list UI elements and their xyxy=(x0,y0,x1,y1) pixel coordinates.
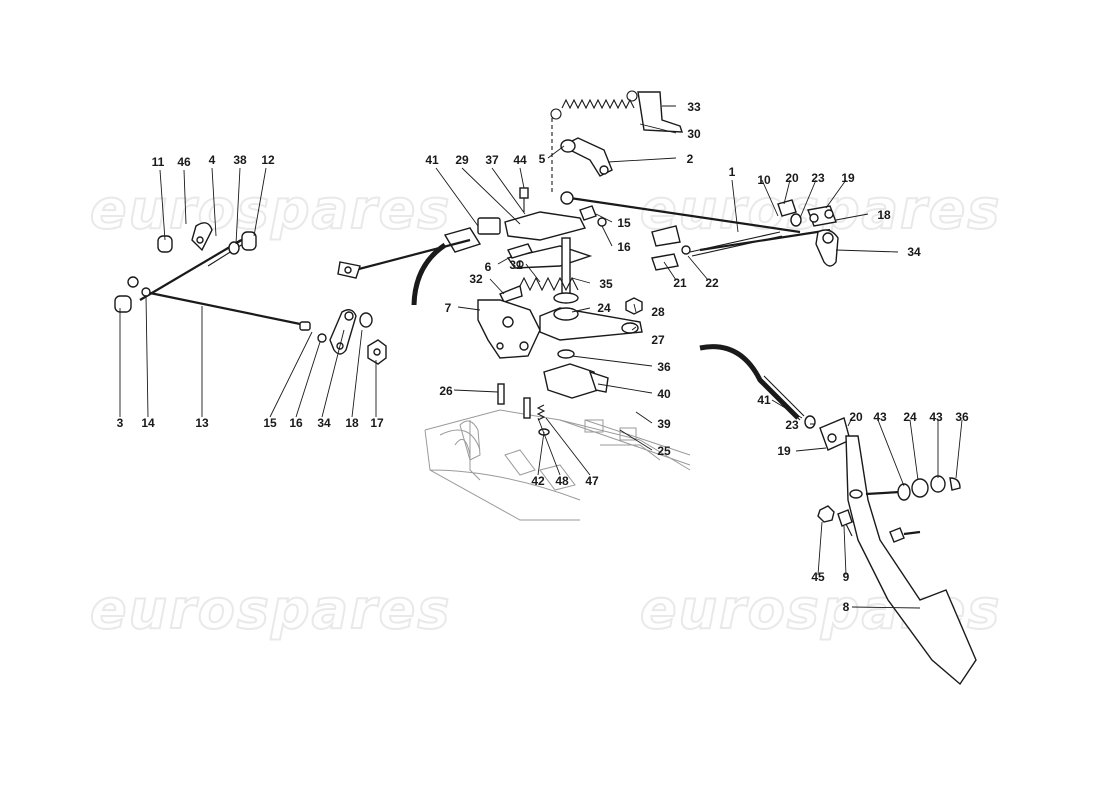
callout-41-centre: 41 xyxy=(425,153,439,167)
callout-10: 10 xyxy=(757,173,771,187)
callout-26: 26 xyxy=(439,384,453,398)
callout-24-pedal: 24 xyxy=(903,410,917,424)
callout-15-left: 15 xyxy=(263,416,277,430)
callout-31: 31 xyxy=(509,258,523,272)
callout-32: 32 xyxy=(469,272,483,286)
callout-18-left: 18 xyxy=(345,416,359,430)
plate-37 xyxy=(504,211,587,241)
callout-19-right: 19 xyxy=(841,171,855,185)
watermark-top-left: eurospares xyxy=(90,178,451,241)
bracket-33 xyxy=(637,91,683,133)
leader-lines xyxy=(119,105,963,609)
callout-16-centre: 16 xyxy=(617,240,631,254)
callout-15-centre: 15 xyxy=(617,216,631,230)
callout-22: 22 xyxy=(705,276,719,290)
callout-21: 21 xyxy=(673,276,687,290)
callout-5: 5 xyxy=(539,152,546,166)
lever-34 xyxy=(329,309,357,355)
watermark-group: eurospares eurospares eurospares eurospa… xyxy=(89,177,1000,642)
callout-17: 17 xyxy=(370,416,384,430)
callout-33: 33 xyxy=(687,100,701,114)
callout-40: 40 xyxy=(657,387,671,401)
callout-29: 29 xyxy=(455,153,469,167)
callout-48: 48 xyxy=(555,474,569,488)
pedal-clip xyxy=(819,417,851,451)
callout-24-centre: 24 xyxy=(597,301,611,315)
cable-41-pedal xyxy=(699,344,800,420)
callout-46: 46 xyxy=(177,155,191,169)
right-linkage xyxy=(651,199,839,271)
callout-20-right: 20 xyxy=(785,171,799,185)
callout-12: 12 xyxy=(261,153,275,167)
callout-38: 38 xyxy=(233,153,247,167)
callout-2: 2 xyxy=(687,152,694,166)
sensor-40 xyxy=(543,363,599,399)
callout-6: 6 xyxy=(485,260,492,274)
engine-block-outline xyxy=(424,409,691,521)
watermark-bottom-left: eurospares xyxy=(90,578,451,641)
pedal-arm-8 xyxy=(845,435,977,686)
clip-20 xyxy=(777,199,797,217)
callout-27: 27 xyxy=(651,333,665,347)
callout-43-second: 43 xyxy=(929,410,943,424)
central-mechanism xyxy=(337,90,801,436)
callout-43-first: 43 xyxy=(873,410,887,424)
callout-16-left: 16 xyxy=(289,416,303,430)
callout-34-left: 34 xyxy=(317,416,331,430)
callout-42: 42 xyxy=(531,474,545,488)
callout-41-pedal: 41 xyxy=(757,393,771,407)
callout-20-pedal: 20 xyxy=(849,410,863,424)
callout-4: 4 xyxy=(209,153,216,167)
callout-14: 14 xyxy=(141,416,155,430)
callout-3: 3 xyxy=(117,416,124,430)
callout-36-centre: 36 xyxy=(657,360,671,374)
rod-1 xyxy=(569,196,801,234)
callout-45: 45 xyxy=(811,570,825,584)
housing-7 xyxy=(477,299,541,359)
callout-1: 1 xyxy=(729,165,736,179)
pedal-assembly xyxy=(699,344,977,686)
callout-28: 28 xyxy=(651,305,665,319)
callout-23-pedal: 23 xyxy=(785,418,799,432)
callout-13: 13 xyxy=(195,416,209,430)
left-linkage xyxy=(114,222,387,365)
callout-25: 25 xyxy=(657,444,671,458)
spring-31 xyxy=(517,276,579,292)
callout-39: 39 xyxy=(657,417,671,431)
callout-labels: 11 46 4 38 12 3 14 13 15 16 34 18 17 41 … xyxy=(117,100,969,614)
callout-11: 11 xyxy=(152,155,165,169)
callout-23-right: 23 xyxy=(811,171,825,185)
callout-44: 44 xyxy=(513,153,527,167)
spring-30 xyxy=(561,98,635,110)
callout-18-right: 18 xyxy=(877,208,891,222)
ball-joint xyxy=(191,222,213,252)
callout-36-pedal: 36 xyxy=(955,410,969,424)
callout-19-pedal: 19 xyxy=(777,444,791,458)
long-rod-13 xyxy=(149,291,306,327)
callout-9: 9 xyxy=(843,570,850,584)
callout-34-right: 34 xyxy=(907,245,921,259)
callout-37: 37 xyxy=(485,153,499,167)
callout-30: 30 xyxy=(687,127,701,141)
callout-8: 8 xyxy=(843,600,850,614)
callout-35: 35 xyxy=(599,277,613,291)
callout-47: 47 xyxy=(585,474,599,488)
callout-7: 7 xyxy=(445,301,452,315)
